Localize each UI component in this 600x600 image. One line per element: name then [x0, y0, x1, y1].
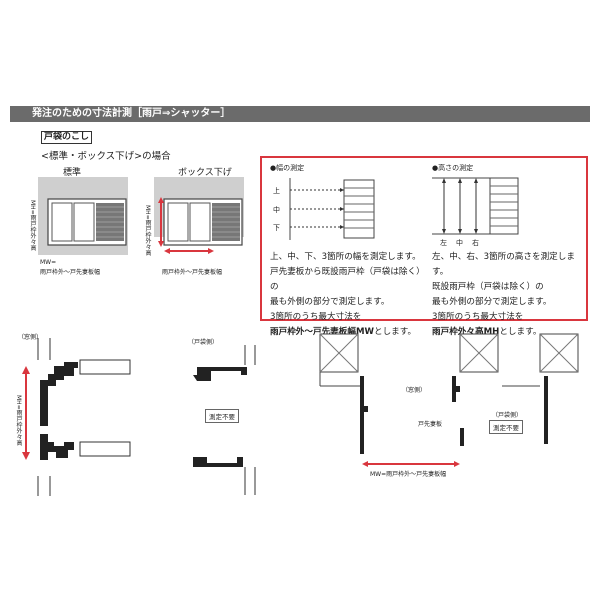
mw-label-standard-1: MW=	[40, 259, 57, 266]
mh-label-box: MH=雨戸枠外々高	[144, 205, 151, 256]
plan-view	[319, 333, 579, 467]
mh-label-standard: MH=雨戸枠外々高	[29, 200, 36, 251]
width-measure-title: ●幅の測定	[270, 164, 305, 172]
window-side-label: （窓側）	[18, 334, 43, 341]
tobukuro-side-label-2: （戸袋側）	[492, 412, 523, 419]
height-measure-notes: 左、中、右、3箇所の高さを測定します。 既設雨戸枠（戸袋は除く）の 最も外側の部…	[432, 250, 588, 340]
height-note-2: 既設雨戸枠（戸袋は除く）の	[432, 282, 544, 292]
mw-bottom-label: MW=雨戸枠外〜戸先妻板幅	[370, 471, 447, 478]
section-view-left	[22, 338, 131, 496]
measurement-box	[260, 156, 588, 321]
section-label: 戸袋のこし	[41, 131, 93, 144]
box-down-diagram	[154, 177, 244, 254]
no-measure-label: 測定不要	[205, 409, 239, 423]
width-row-bottom: 下	[273, 224, 280, 232]
height-note-4: 3箇所のうち最大寸法を	[432, 312, 524, 322]
width-measure-notes: 上、中、下、3箇所の幅を測定します。 戸先妻板から既設雨戸枠（戸袋は除く）の 最…	[270, 250, 430, 340]
width-note-1: 上、中、下、3箇所の幅を測定します。	[270, 252, 421, 262]
tosaki-label: 戸先妻板	[418, 421, 443, 428]
height-note-1: 左、中、右、3箇所の高さを測定します。	[432, 252, 575, 277]
height-note-result: 雨戸枠外々高MHとします。	[432, 325, 588, 340]
width-note-3: 最も外側の部分で測定します。	[270, 297, 390, 307]
height-result-suffix: とします。	[499, 327, 542, 337]
height-col-mid: 中	[456, 239, 463, 247]
room-side-label: （窓側）	[402, 387, 427, 394]
width-row-top: 上	[273, 187, 280, 195]
height-note-3: 最も外側の部分で測定します。	[432, 297, 552, 307]
mh-vertical-label: MH=雨戸枠外々高	[15, 395, 22, 446]
height-measure-title: ●高さの測定	[432, 164, 474, 172]
width-result-suffix: とします。	[373, 327, 417, 337]
no-measure-label-2: 測定不要	[489, 420, 523, 434]
height-col-left: 左	[440, 239, 447, 247]
width-result-value: 雨戸枠外〜戸先妻板幅MW	[270, 327, 374, 337]
width-note-2: 戸先妻板から既設雨戸枠（戸袋は除く）の	[270, 267, 425, 292]
section-header: 発注のための寸法計測［雨戸⇒シャッター］	[10, 106, 590, 122]
section-header-title: 発注のための寸法計測［雨戸⇒シャッター］	[32, 108, 231, 119]
standard-title: 標準	[63, 168, 82, 178]
height-diagram	[432, 177, 519, 235]
mw-label-standard-2: 雨戸枠外〜戸先妻板幅	[40, 269, 101, 276]
mw-label-box: 雨戸枠外〜戸先妻板幅	[162, 269, 223, 276]
height-col-right: 右	[472, 239, 479, 247]
section-sublabel: <標準・ボックス下げ>の場合	[41, 151, 171, 162]
section-view-middle	[193, 345, 256, 495]
standard-diagram	[38, 177, 128, 255]
width-note-result: 雨戸枠外〜戸先妻板幅MWとします。	[270, 325, 430, 340]
box-down-title: ボックス下げ	[178, 168, 232, 178]
width-note-4: 3箇所のうち最大寸法を	[270, 312, 362, 322]
tobukuro-side-label: （戸袋側）	[188, 339, 219, 346]
height-result-value: 雨戸枠外々高MH	[432, 327, 500, 337]
width-row-mid: 中	[273, 206, 280, 214]
width-diagram	[289, 178, 375, 240]
